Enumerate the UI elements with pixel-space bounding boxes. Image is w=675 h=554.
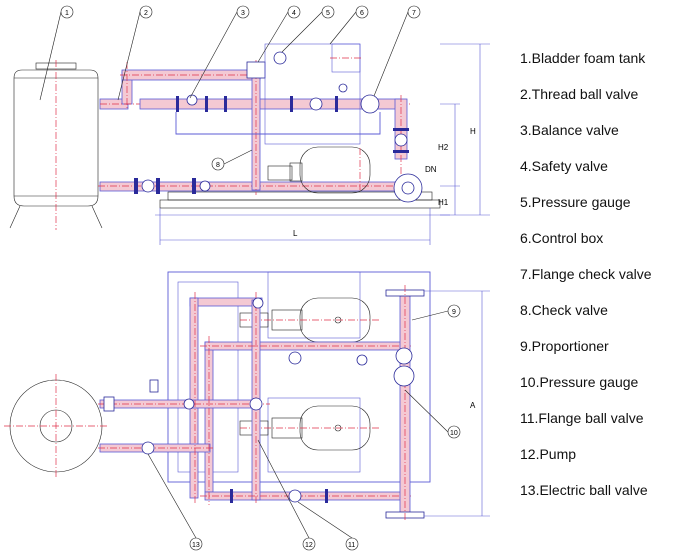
base-skid: [155, 191, 450, 245]
legend-item-9: 9.Proportioner: [520, 338, 609, 354]
legend-item-7: 7.Flange check valve: [520, 266, 652, 282]
pressure-gauge-mid: [338, 83, 348, 93]
legend-item-5: 5.Pressure gauge: [520, 194, 631, 210]
proportioner-column: [385, 285, 425, 522]
dim-A: A: [470, 401, 476, 410]
legend-item-2: 2.Thread ball valve: [520, 86, 639, 102]
loop-pipe: [175, 112, 381, 135]
plan-view: A 9 10 13 12 11: [4, 271, 490, 551]
legend-item-1: 1.Bladder foam tank: [520, 50, 646, 66]
pressure-gauge-top: [273, 51, 287, 65]
control-box: [264, 43, 362, 145]
dim-H1: H1: [438, 198, 449, 207]
callout-11: 11: [348, 542, 355, 549]
callouts-top: 1 2 3 4 5 6 7 8: [39, 5, 421, 171]
legend-item-4: 4.Safety valve: [520, 158, 608, 174]
callout-7: 7: [412, 10, 416, 17]
callout-3: 3: [241, 10, 245, 17]
callout-10: 10: [450, 430, 458, 437]
dim-H2: H2: [438, 143, 449, 152]
callout-6: 6: [360, 10, 364, 17]
callouts-bottom: 9 10 13 12 11: [147, 304, 461, 551]
dim-DN: DN: [425, 165, 437, 174]
callout-8: 8: [216, 162, 220, 169]
legend-item-12: 12.Pump: [520, 446, 577, 462]
legend-item-10: 10.Pressure gauge: [520, 374, 639, 390]
dim-H: H: [470, 127, 476, 136]
dim-L: L: [293, 229, 298, 238]
legend-item-11: 11.Flange ball valve: [520, 410, 644, 426]
bladder-foam-tank: [9, 60, 103, 230]
callout-13: 13: [192, 542, 200, 549]
legend-item-6: 6.Control box: [520, 230, 604, 246]
callout-9: 9: [452, 309, 456, 316]
legend-item-8: 8.Check valve: [520, 302, 608, 318]
callout-2: 2: [144, 10, 148, 17]
pump-plan-lower: [239, 405, 380, 451]
callout-5: 5: [326, 10, 330, 17]
legend-item-3: 3.Balance valve: [520, 122, 619, 138]
elevation-view: H H2 H1 DN L 1 2 3 4 5: [9, 5, 490, 245]
upper-valves: [176, 94, 409, 153]
plan-valves: [103, 297, 368, 503]
callout-4: 4: [292, 10, 296, 17]
legend-item-13: 13.Electric ball valve: [520, 482, 648, 498]
dimension-A: A: [424, 290, 490, 517]
callout-1: 1: [65, 10, 69, 17]
riser-pipes: [246, 60, 266, 195]
dimensions-elevation: H H2 H1 DN L: [160, 43, 490, 241]
pump-motor-elevation: [267, 146, 423, 203]
callout-12: 12: [305, 542, 313, 549]
bladder-tank-plan: [4, 374, 108, 478]
